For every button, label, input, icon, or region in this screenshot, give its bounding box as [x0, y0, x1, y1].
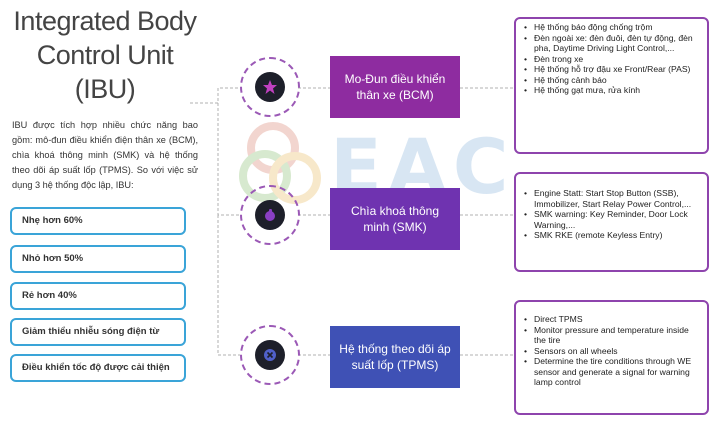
page-title: Integrated Body Control Unit (IBU): [6, 4, 204, 106]
list-item: Direct TPMS: [524, 314, 699, 325]
list-item: Đèn ngoài xe: đèn đuôi, đèn tự động, đèn…: [524, 33, 699, 54]
tpms-details-panel: Direct TPMS Monitor pressure and tempera…: [514, 300, 709, 415]
intro-paragraph: IBU được tích hợp nhiều chức năng bao gồ…: [12, 120, 198, 190]
list-item: Hệ thống báo động chống trộm: [524, 22, 699, 33]
benefit-box: Giảm thiểu nhiễu sóng điện từ: [10, 318, 186, 346]
benefit-box: Rẻ hơn 40%: [10, 282, 186, 310]
smk-box: Chìa khoá thông minh (SMK): [330, 188, 460, 250]
list-item: SMK warning: Key Reminder, Door Lock War…: [524, 209, 699, 230]
benefit-box: Nhỏ hơn 50%: [10, 245, 186, 273]
tpms-label: Hệ thống theo dõi áp suất lốp (TPMS): [339, 342, 451, 372]
thumb-icon: [265, 209, 275, 221]
tpms-hub: [240, 325, 300, 385]
list-item: Determine the tire conditions through WE…: [524, 356, 699, 388]
star-icon: [263, 80, 277, 94]
list-item: Sensors on all wheels: [524, 346, 699, 357]
smk-label: Chìa khoá thông minh (SMK): [350, 204, 440, 234]
title-line-2: Control Unit: [36, 40, 174, 70]
list-item: Hệ thống hỗ trợ đậu xe Front/Rear (PAS): [524, 64, 699, 75]
tpms-box: Hệ thống theo dõi áp suất lốp (TPMS): [330, 326, 460, 388]
smk-hub: [240, 185, 300, 245]
bcm-details-panel: Hệ thống báo động chống trộm Đèn ngoài x…: [514, 17, 709, 154]
smk-details-panel: Engine Statt: Start Stop Button (SSB), I…: [514, 172, 709, 272]
benefit-box: Điều khiển tốc độ được cải thiện: [10, 354, 186, 382]
list-item: Đèn trong xe: [524, 54, 699, 65]
benefit-box: Nhẹ hơn 60%: [10, 207, 186, 235]
list-item: Monitor pressure and temperature inside …: [524, 325, 699, 346]
list-item: SMK RKE (remote Keyless Entry): [524, 230, 699, 241]
close-circle-icon: [264, 349, 276, 361]
bcm-label: Mo-Đun điều khiển thân xe (BCM): [344, 72, 446, 102]
list-item: Engine Statt: Start Stop Button (SSB), I…: [524, 188, 699, 209]
bcm-hub: [240, 57, 300, 117]
title-line-3: (IBU): [74, 74, 136, 104]
title-line-1: Integrated Body: [13, 6, 197, 36]
list-item: Hệ thống cảnh báo: [524, 75, 699, 86]
list-item: Hệ thống gạt mưa, rửa kính: [524, 85, 699, 96]
bcm-box: Mo-Đun điều khiển thân xe (BCM): [330, 56, 460, 118]
